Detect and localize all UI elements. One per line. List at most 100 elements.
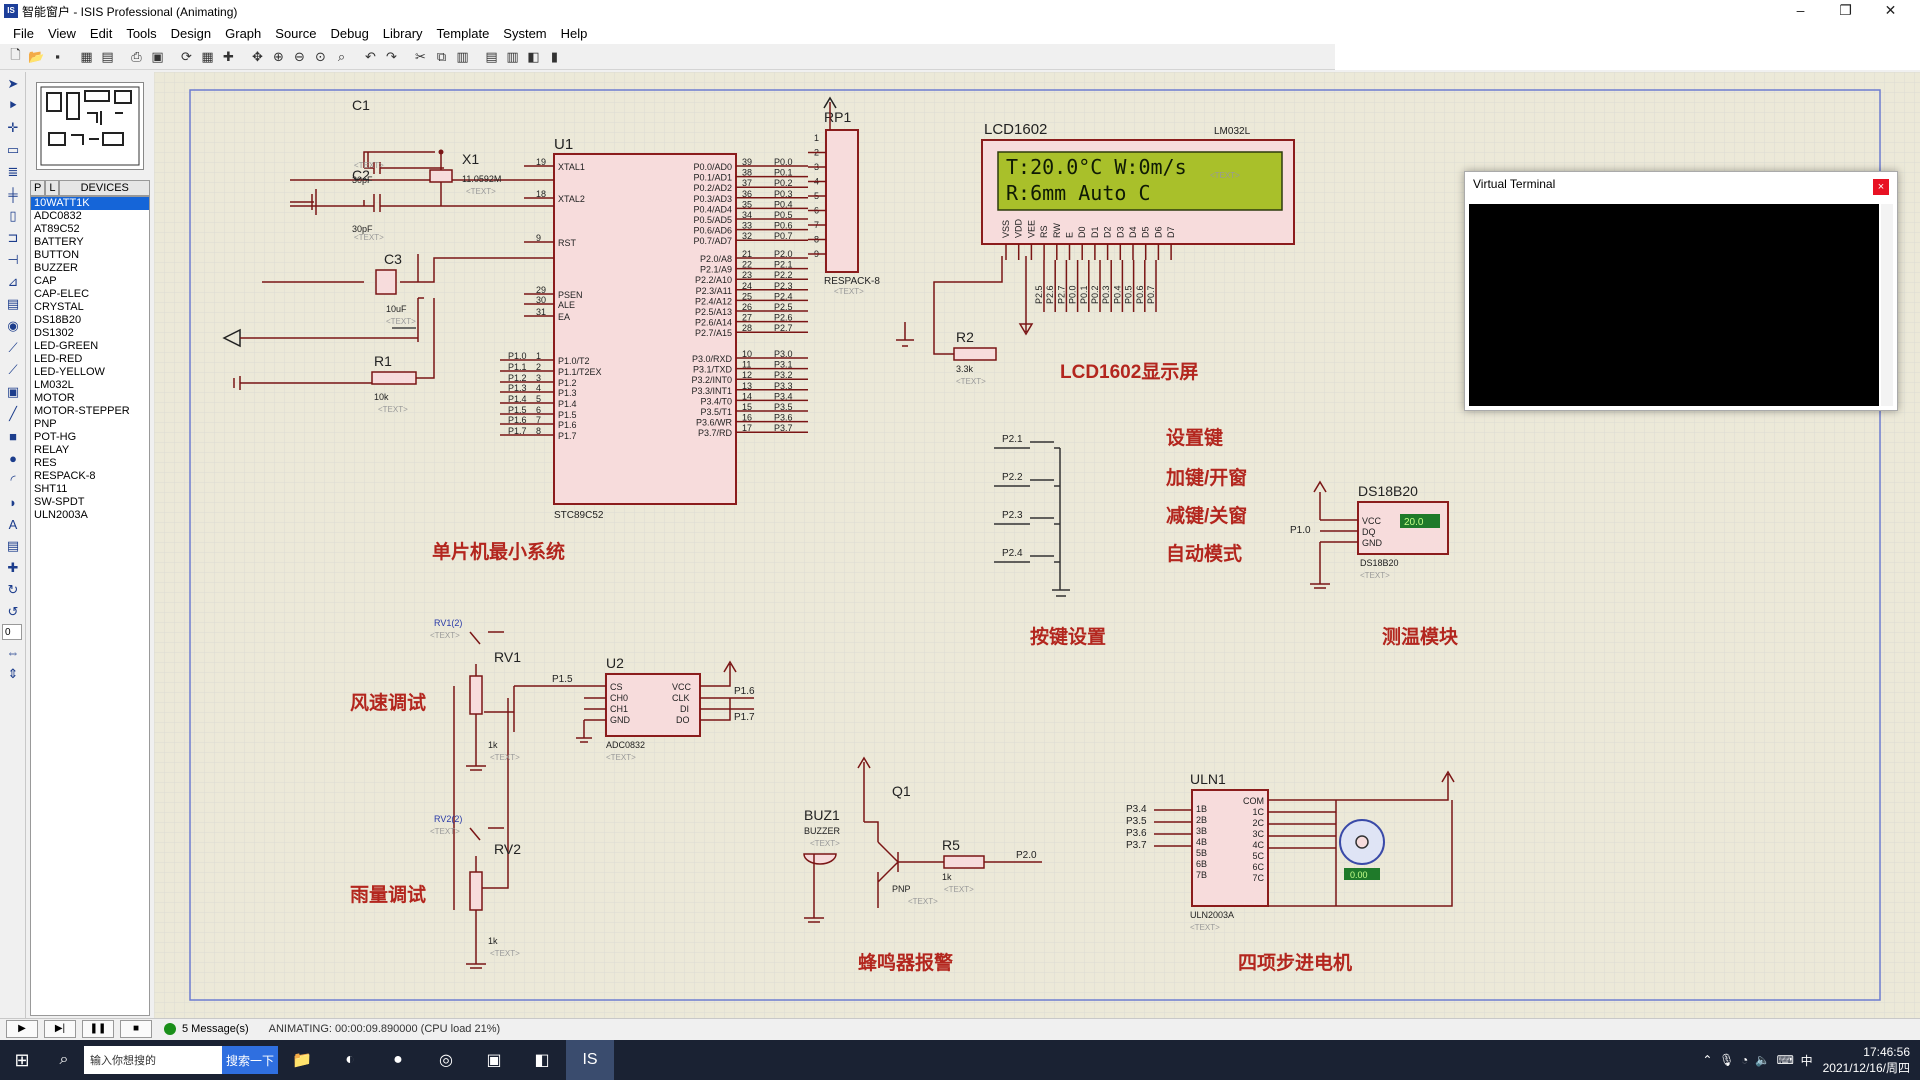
r5-resistor[interactable]: [943, 855, 985, 869]
export-icon[interactable]: ▤: [101, 48, 114, 64]
device-list-item[interactable]: MOTOR: [34, 392, 75, 404]
device-list-item[interactable]: PNP: [34, 418, 57, 430]
rotate-cw-icon[interactable]: ↻: [7, 582, 19, 597]
menu-library[interactable]: Library: [382, 25, 423, 41]
arc-icon[interactable]: ◜: [10, 472, 16, 487]
adc-body[interactable]: [605, 673, 701, 737]
mcu-body[interactable]: [553, 153, 737, 505]
paste-icon[interactable]: ▥: [456, 48, 469, 64]
device-list-item[interactable]: AT89C52: [34, 223, 80, 235]
tab-pick-devices[interactable]: P: [30, 180, 46, 196]
windows-start-icon[interactable]: ⊞: [14, 1049, 30, 1070]
close-button[interactable]: ✕: [1884, 2, 1897, 18]
menu-edit[interactable]: Edit: [89, 25, 113, 41]
minimize-button[interactable]: –: [1796, 2, 1805, 18]
zoom-all-icon[interactable]: ⊙: [315, 48, 326, 64]
menu-help[interactable]: Help: [560, 25, 588, 41]
voltage-probe-icon[interactable]: ⟋: [8, 340, 18, 355]
device-list-item[interactable]: BUTTON: [34, 249, 80, 261]
device-list-item[interactable]: SHT11: [34, 483, 68, 495]
volume-icon[interactable]: 🔈: [1754, 1053, 1770, 1067]
edge-browser-icon[interactable]: ◐: [345, 1051, 355, 1068]
selection-mode-icon[interactable]: ➤: [7, 76, 19, 91]
device-list-item[interactable]: BUZZER: [34, 262, 78, 274]
device-list-item[interactable]: LM032L: [34, 379, 74, 391]
stop-button[interactable]: ■: [120, 1019, 152, 1038]
print-icon[interactable]: ⎙: [131, 48, 142, 64]
device-list-item[interactable]: 10WATT1K: [31, 197, 149, 210]
device-list-item[interactable]: LED-GREEN: [34, 340, 99, 352]
device-list-item[interactable]: DS1302: [34, 327, 74, 339]
play-button[interactable]: ▶: [6, 1019, 38, 1038]
graph-icon[interactable]: ⊿: [7, 274, 19, 289]
menu-debug[interactable]: Debug: [330, 25, 369, 41]
virtual-instrument-icon[interactable]: ▣: [6, 384, 20, 399]
device-list-item[interactable]: BATTERY: [34, 236, 84, 248]
device-list-item[interactable]: CAP-ELEC: [34, 288, 90, 300]
terminals-icon[interactable]: ⊐: [7, 230, 19, 245]
new-file-icon[interactable]: 🗋: [10, 46, 21, 62]
generator-icon[interactable]: ◉: [7, 318, 19, 333]
buzzer-body[interactable]: [803, 853, 837, 865]
rv2-body[interactable]: [469, 871, 483, 911]
import-icon[interactable]: ▦: [80, 48, 93, 64]
file-explorer-icon[interactable]: 📁: [292, 1052, 312, 1069]
rotate-ccw-icon[interactable]: ↺: [7, 604, 19, 619]
path-icon[interactable]: ◗: [9, 494, 17, 510]
clock[interactable]: 17:46:56 2021/12/16/周四: [1823, 1044, 1910, 1076]
menu-file[interactable]: File: [13, 25, 34, 41]
network-icon[interactable]: ◔: [1741, 1053, 1749, 1067]
message-indicator[interactable]: 5 Message(s): [164, 1022, 249, 1035]
r2-resistor[interactable]: [953, 347, 997, 361]
box-icon[interactable]: ■: [9, 428, 17, 444]
undo-icon[interactable]: ↶: [365, 48, 376, 64]
device-pin-icon[interactable]: ⊣: [7, 252, 19, 267]
pan-icon[interactable]: ✥: [252, 48, 263, 64]
rv1-body[interactable]: [469, 675, 483, 715]
microphone-icon[interactable]: 🎙: [1719, 1053, 1735, 1067]
taskbar-search-button[interactable]: 搜索一下: [222, 1046, 278, 1074]
key-switches[interactable]: [994, 441, 1070, 597]
uln-body[interactable]: [1191, 789, 1269, 907]
respack-body[interactable]: [825, 129, 859, 273]
tray-chevron-icon[interactable]: ⌃: [1702, 1053, 1713, 1067]
app-red-icon[interactable]: ◧: [534, 1052, 550, 1069]
redo-icon[interactable]: ↷: [386, 48, 397, 64]
block-move-icon[interactable]: ▥: [506, 48, 519, 64]
print-area-icon[interactable]: ▣: [151, 48, 164, 64]
zoom-in-icon[interactable]: ⊕: [273, 48, 284, 64]
x1-crystal[interactable]: [429, 169, 453, 183]
cut-icon[interactable]: ✂: [415, 48, 426, 64]
menu-graph[interactable]: Graph: [225, 25, 262, 41]
copy-icon[interactable]: ⧉: [436, 48, 447, 64]
redraw-icon[interactable]: ⟳: [181, 48, 192, 64]
ime-indicator[interactable]: 中: [1800, 1053, 1813, 1068]
virtual-terminal-screen[interactable]: [1469, 204, 1879, 406]
wire-label-icon[interactable]: ▭: [6, 142, 20, 157]
block-rotate-icon[interactable]: ◧: [527, 48, 540, 64]
mirror-horizontal-icon[interactable]: ⇔: [6, 644, 20, 660]
grid-icon[interactable]: ▦: [201, 48, 214, 64]
line-icon[interactable]: ╱: [9, 406, 17, 421]
save-icon[interactable]: ▪: [55, 49, 60, 64]
block-copy-icon[interactable]: ▤: [485, 48, 498, 64]
subcircuit-icon[interactable]: ▯: [9, 208, 17, 223]
device-list-item[interactable]: CRYSTAL: [34, 301, 84, 313]
app-browser-icon[interactable]: ◎: [439, 1052, 453, 1069]
junction-dot-icon[interactable]: ✛: [7, 120, 19, 135]
virtual-terminal-window[interactable]: Virtual Terminal ×: [1464, 171, 1898, 411]
app-green-icon[interactable]: ●: [393, 1051, 403, 1068]
block-delete-icon[interactable]: ▮: [550, 48, 559, 64]
device-list-item[interactable]: RELAY: [34, 444, 70, 456]
device-list-item[interactable]: LED-YELLOW: [34, 366, 105, 378]
tape-recorder-icon[interactable]: ▤: [6, 296, 20, 311]
zoom-out-icon[interactable]: ⊖: [294, 48, 305, 64]
c3-cap[interactable]: [375, 269, 397, 295]
device-list-item[interactable]: RESPACK-8: [34, 470, 96, 482]
pause-button[interactable]: ❚❚: [82, 1019, 114, 1038]
menu-template[interactable]: Template: [436, 25, 490, 41]
r1-resistor[interactable]: [371, 371, 417, 385]
mirror-vertical-icon[interactable]: ⇕: [7, 666, 19, 681]
